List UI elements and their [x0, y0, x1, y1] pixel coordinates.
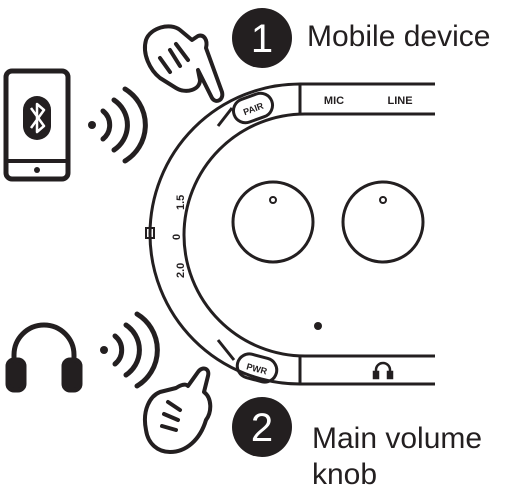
wireless-signal-icon [88, 86, 148, 164]
power-button[interactable]: PWR [216, 339, 279, 385]
edge-mark-1: 1.5 [175, 195, 187, 210]
main-volume-knob[interactable] [341, 180, 425, 264]
edge-mark-2: 0 [171, 234, 183, 240]
callout-2-badge [232, 397, 292, 457]
callout-1-number: 1 [251, 17, 273, 61]
divider [216, 107, 234, 127]
headphone-jack-icon [372, 361, 394, 380]
line-input-label: LINE [387, 95, 412, 107]
headphones-icon [5, 322, 83, 393]
side-notch [145, 227, 155, 239]
callout-2-label-line1: Main volume [312, 422, 482, 455]
edge-mark-3: 2.0 [175, 263, 187, 278]
bluetooth-phone-icon [3, 68, 71, 182]
status-led [314, 322, 322, 330]
callout-2-label-line2: knob [312, 458, 377, 491]
wireless-signal-icon [100, 311, 160, 389]
mic-volume-knob[interactable] [231, 180, 315, 264]
mic-input-label: MIC [324, 95, 344, 107]
divider [216, 339, 236, 361]
callout-2: 2 Main volume knob [232, 397, 482, 491]
pointing-hand-icon [143, 24, 225, 103]
callout-1-badge [232, 8, 292, 68]
callout-2-number: 2 [251, 406, 273, 450]
device-panel [148, 82, 435, 386]
pair-button-label: PAIR [242, 101, 265, 118]
pointing-hand-icon [143, 366, 213, 454]
callout-1-label: Mobile device [307, 20, 490, 53]
callout-1: 1 Mobile device [232, 8, 490, 68]
